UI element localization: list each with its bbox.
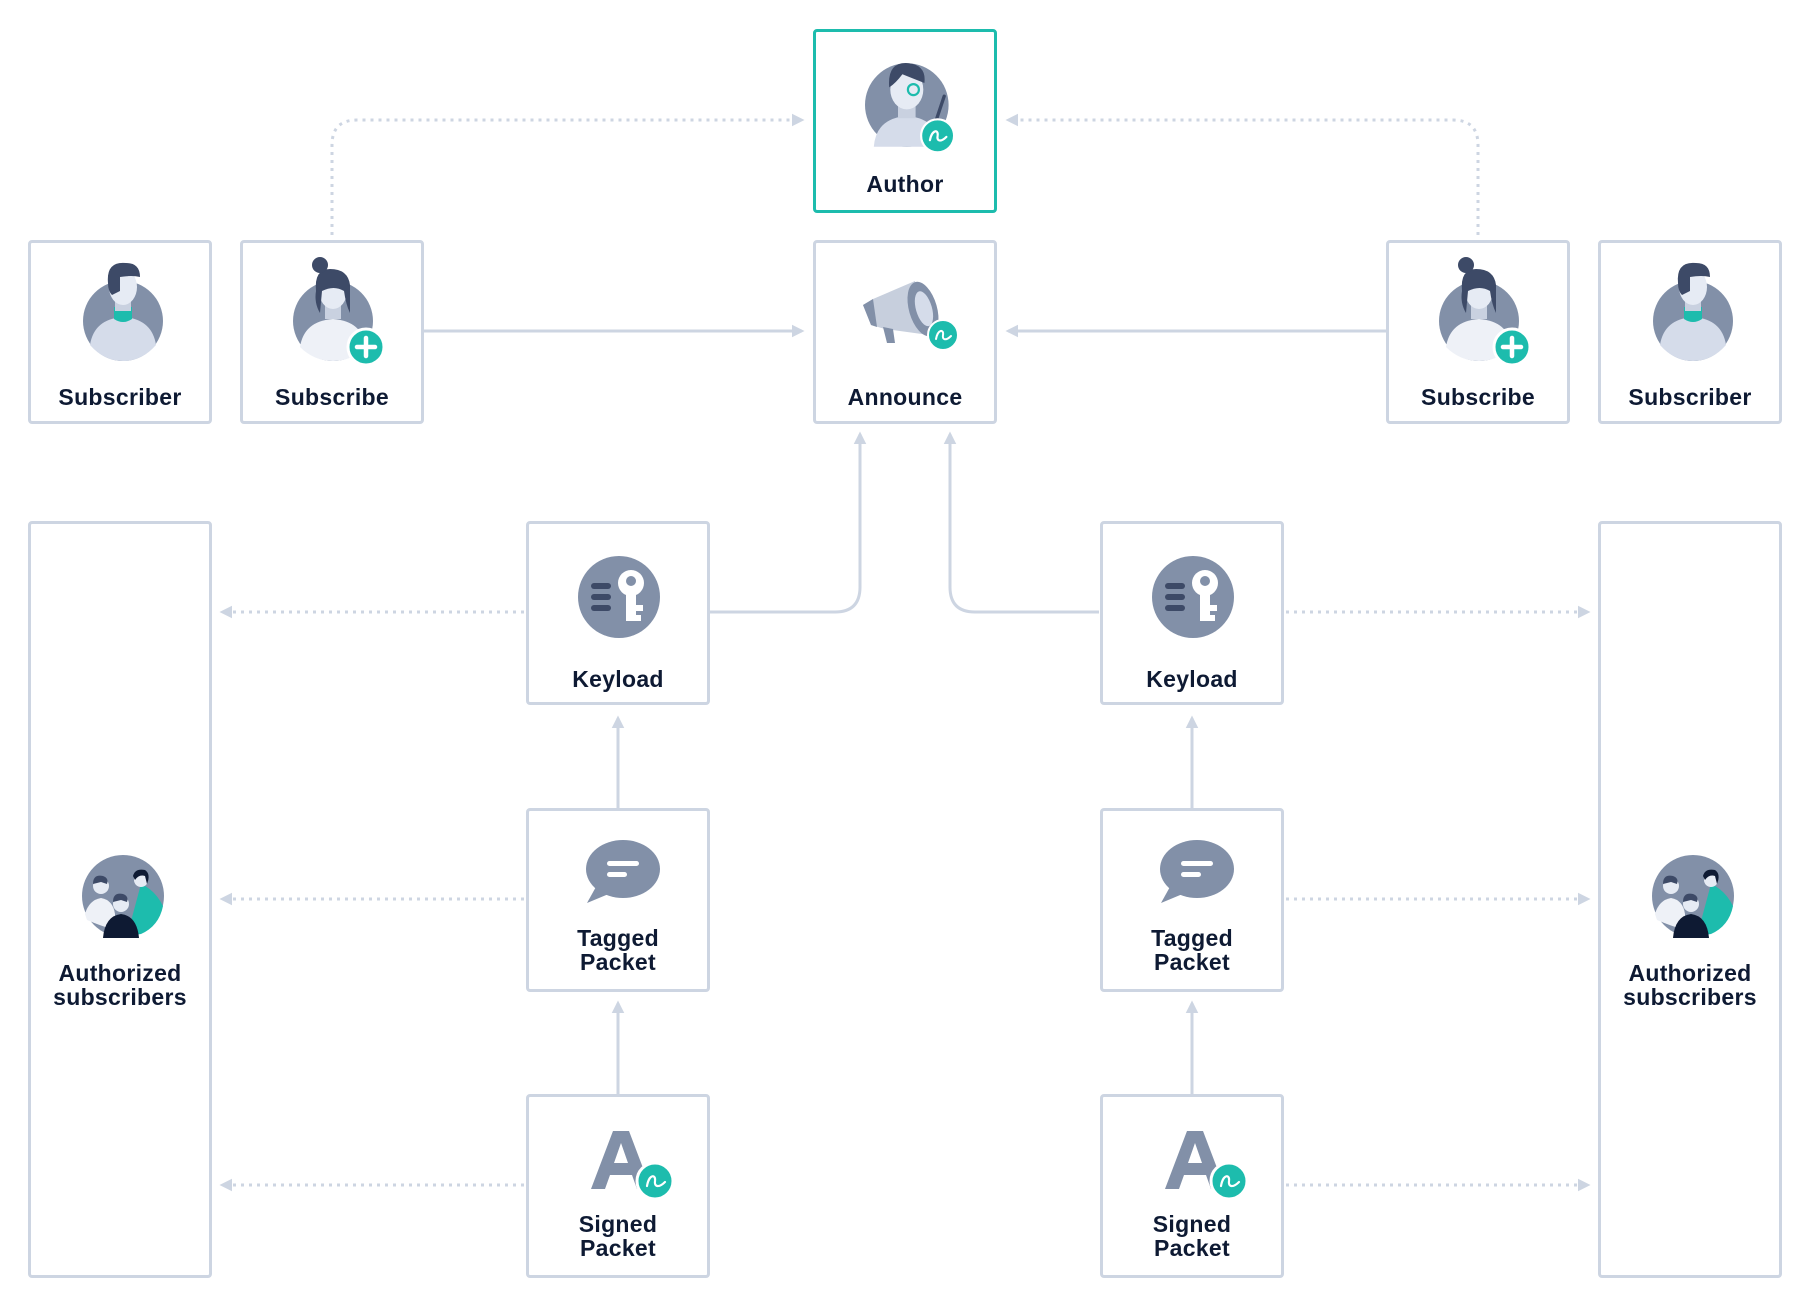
authorized-subscribers-left-label: Authorized subscribers xyxy=(53,960,187,1010)
keyload-left-node: Keyload xyxy=(526,521,710,705)
key-icon xyxy=(1152,556,1234,638)
subscriber-right-label: Subscriber xyxy=(1628,384,1752,410)
authorized-subscribers-right-label: Authorized subscribers xyxy=(1623,960,1757,1010)
connector-subscribe-left-to-author xyxy=(330,113,805,235)
user-icon xyxy=(83,262,163,361)
announce-node: Announce xyxy=(813,240,997,424)
signed-letter-icon xyxy=(1165,1131,1249,1201)
user-add-icon xyxy=(1439,257,1532,367)
keyload-left-label: Keyload xyxy=(572,666,664,692)
subscribe-left-node: Subscribe xyxy=(240,240,424,424)
tagged-packet-left-label: Tagged Packet xyxy=(577,925,659,975)
subscriber-right-node: Subscriber xyxy=(1598,240,1782,424)
signed-packet-left-node: Signed Packet xyxy=(526,1094,710,1278)
keyload-right-node: Keyload xyxy=(1100,521,1284,705)
signed-letter-icon xyxy=(591,1131,675,1201)
subscribe-right-label: Subscribe xyxy=(1421,384,1535,410)
user-add-icon xyxy=(293,257,386,367)
tagged-packet-right-node: Tagged Packet xyxy=(1100,808,1284,992)
user-icon xyxy=(1653,262,1733,361)
chat-bubble-icon xyxy=(1160,840,1234,903)
signed-packet-right-label: Signed Packet xyxy=(1152,1211,1232,1261)
authorized-subscribers-right-node: Authorized subscribers xyxy=(1598,521,1782,1278)
author-node: Author xyxy=(813,29,997,213)
subscribe-right-node: Subscribe xyxy=(1386,240,1570,424)
authorized-subscribers-left-node: Authorized subscribers xyxy=(28,521,212,1278)
user-group-icon xyxy=(82,855,164,938)
connector-subscribe-right-to-author xyxy=(1005,113,1480,235)
signed-packet-right-node: Signed Packet xyxy=(1100,1094,1284,1278)
announce-label: Announce xyxy=(847,384,963,410)
author-icon xyxy=(865,63,956,154)
subscribe-left-label: Subscribe xyxy=(275,384,389,410)
tagged-packet-right-label: Tagged Packet xyxy=(1151,925,1233,975)
connector-keyload-right-to-announce xyxy=(943,431,1099,614)
subscriber-left-node: Subscriber xyxy=(28,240,212,424)
connector-keyload-left-to-announce xyxy=(709,431,867,614)
megaphone-icon xyxy=(863,281,959,351)
chat-bubble-icon xyxy=(586,840,660,903)
subscriber-left-label: Subscriber xyxy=(58,384,182,410)
author-label: Author xyxy=(866,171,944,197)
key-icon xyxy=(578,556,660,638)
user-group-icon xyxy=(1652,855,1734,938)
tagged-packet-left-node: Tagged Packet xyxy=(526,808,710,992)
signed-packet-left-label: Signed Packet xyxy=(578,1211,658,1261)
keyload-right-label: Keyload xyxy=(1146,666,1238,692)
